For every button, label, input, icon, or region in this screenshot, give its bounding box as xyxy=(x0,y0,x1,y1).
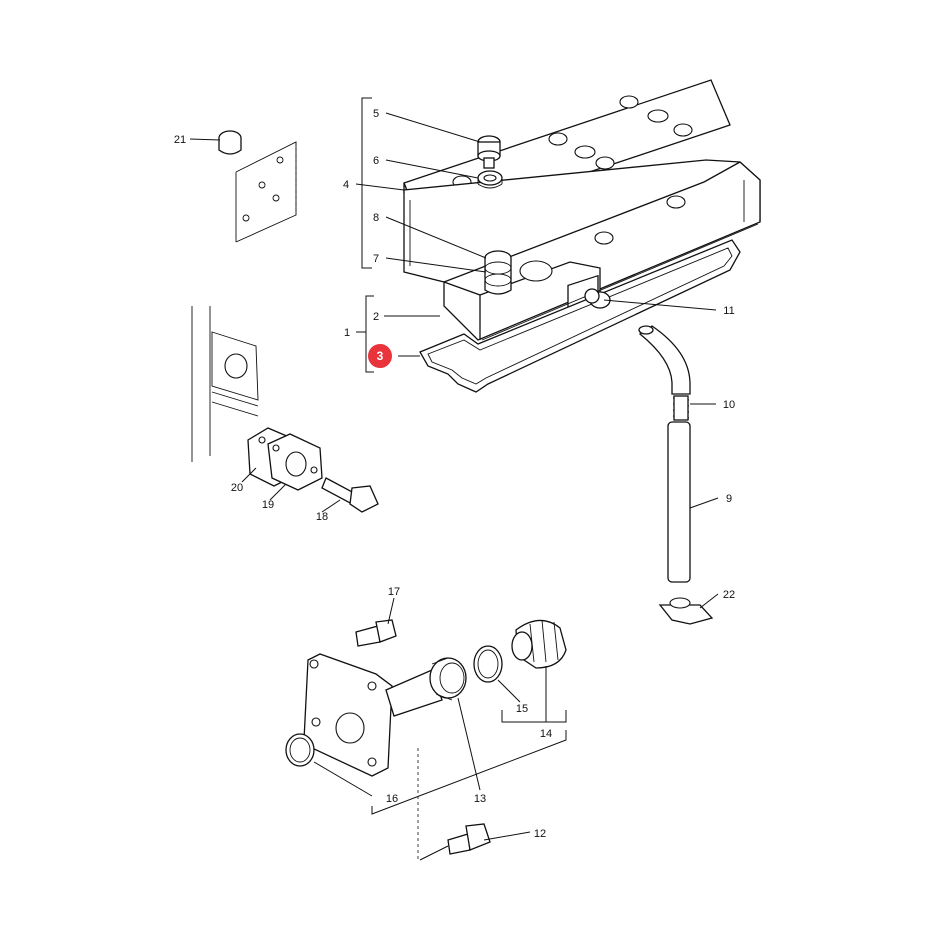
callout-14: 14 xyxy=(540,728,552,740)
filler-flange-13 xyxy=(303,653,443,777)
callout-10: 10 xyxy=(723,399,735,411)
bolt-5 xyxy=(477,135,501,169)
callout-8: 8 xyxy=(373,212,379,224)
plug-21 xyxy=(218,130,242,155)
callout-16: 16 xyxy=(386,793,398,805)
breather-tube-9 xyxy=(667,421,691,583)
filler-cap-14 xyxy=(511,619,567,669)
cover-plate-19 xyxy=(267,433,323,491)
bolt-17 xyxy=(355,619,397,647)
callout-18: 18 xyxy=(316,511,328,523)
callout-19: 19 xyxy=(262,499,274,511)
callout-20: 20 xyxy=(231,482,243,494)
callout-9: 9 xyxy=(726,493,732,505)
callout-17: 17 xyxy=(388,586,400,598)
clip-22 xyxy=(658,597,714,625)
callout-13: 13 xyxy=(474,793,486,805)
bracket-lines xyxy=(361,97,567,862)
callout-4: 4 xyxy=(343,179,349,191)
callout-11: 11 xyxy=(723,305,734,317)
callout-2: 2 xyxy=(373,311,379,323)
engine-block-fragment-upper xyxy=(235,141,297,243)
breather-spring-10 xyxy=(672,395,690,421)
bolt-12 xyxy=(447,823,491,855)
callout-1: 1 xyxy=(344,327,350,339)
breather-elbow xyxy=(638,325,691,395)
o-ring-16 xyxy=(285,733,315,767)
callout-15: 15 xyxy=(516,703,528,715)
bolt-18 xyxy=(321,477,379,513)
callout-22: 22 xyxy=(723,589,735,601)
highlight-marker xyxy=(368,344,392,368)
o-ring-15 xyxy=(473,645,503,683)
callout-6: 6 xyxy=(373,155,379,167)
callout-labels: 5 6 4 8 7 2 1 11 10 9 22 21 20 19 18 17 … xyxy=(174,108,735,840)
leader-lines xyxy=(189,112,719,841)
callout-3: 3 xyxy=(377,349,384,363)
highlighted-callout-3: 3 xyxy=(368,344,392,368)
rocker-cover-gasket xyxy=(419,239,741,393)
callout-21: 21 xyxy=(174,134,186,146)
callout-7: 7 xyxy=(373,253,379,265)
callout-12: 12 xyxy=(534,828,546,840)
filler-neck xyxy=(429,657,467,701)
callout-5: 5 xyxy=(373,108,379,120)
grommet-8 xyxy=(484,250,512,295)
bolt-11 xyxy=(584,288,611,309)
engine-block-fragment-lower xyxy=(191,306,259,462)
